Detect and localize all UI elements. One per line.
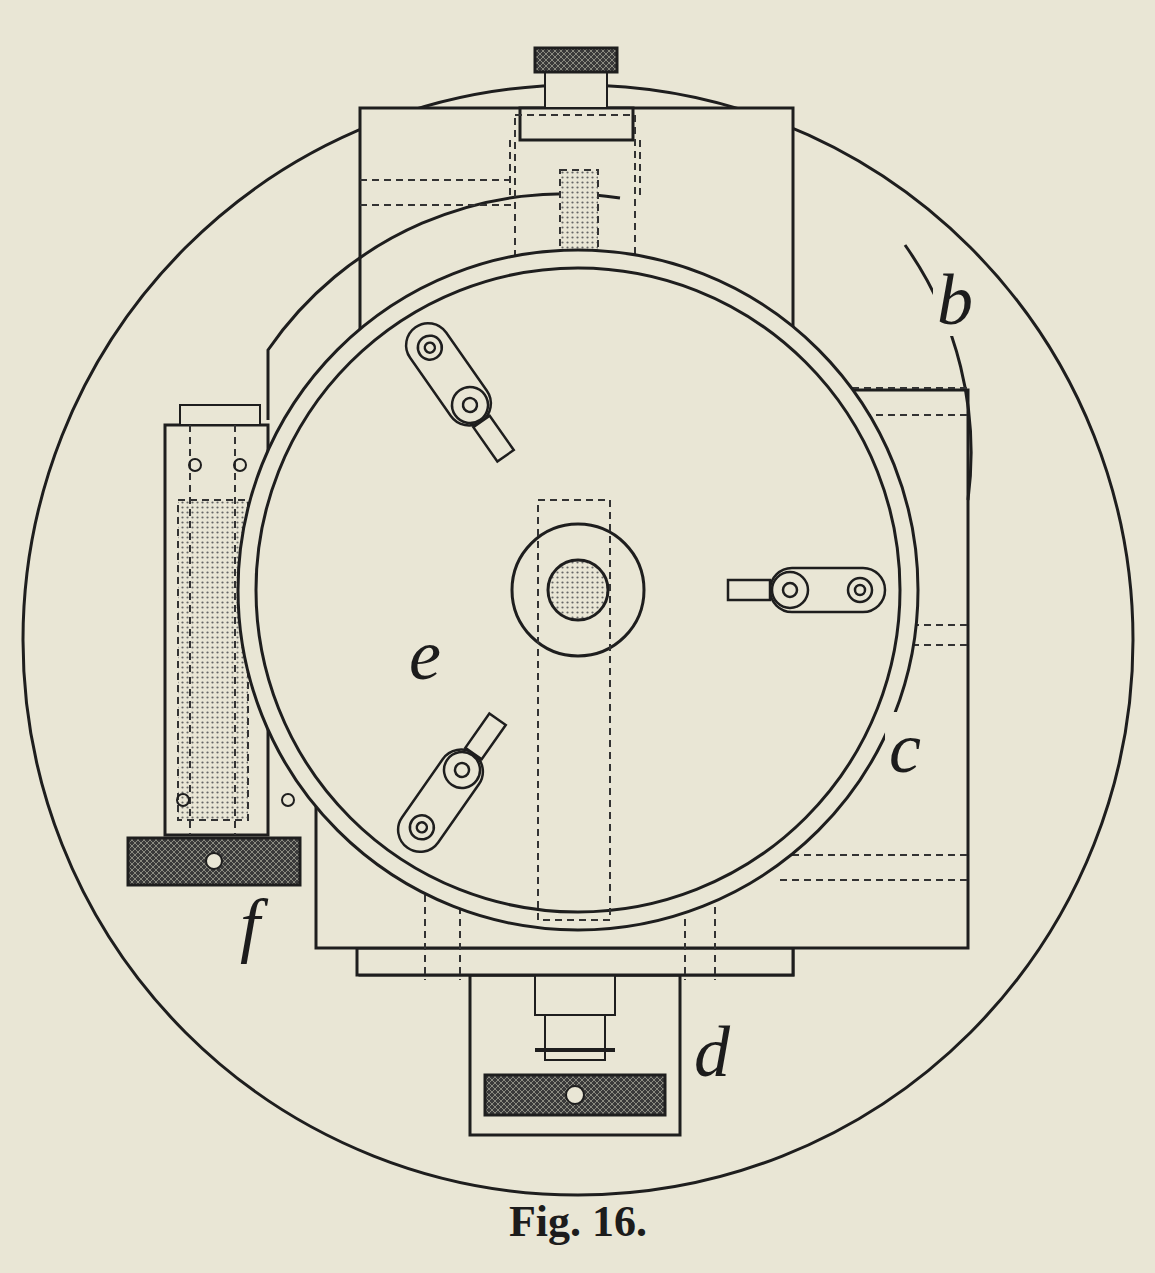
figure-caption: Fig. 16. bbox=[509, 1200, 647, 1244]
part-letter: f bbox=[236, 889, 264, 961]
part-letter: e bbox=[405, 619, 445, 691]
part-letter: d bbox=[690, 1016, 734, 1088]
part-letter: b bbox=[933, 264, 977, 336]
part-letter: c bbox=[885, 712, 925, 784]
